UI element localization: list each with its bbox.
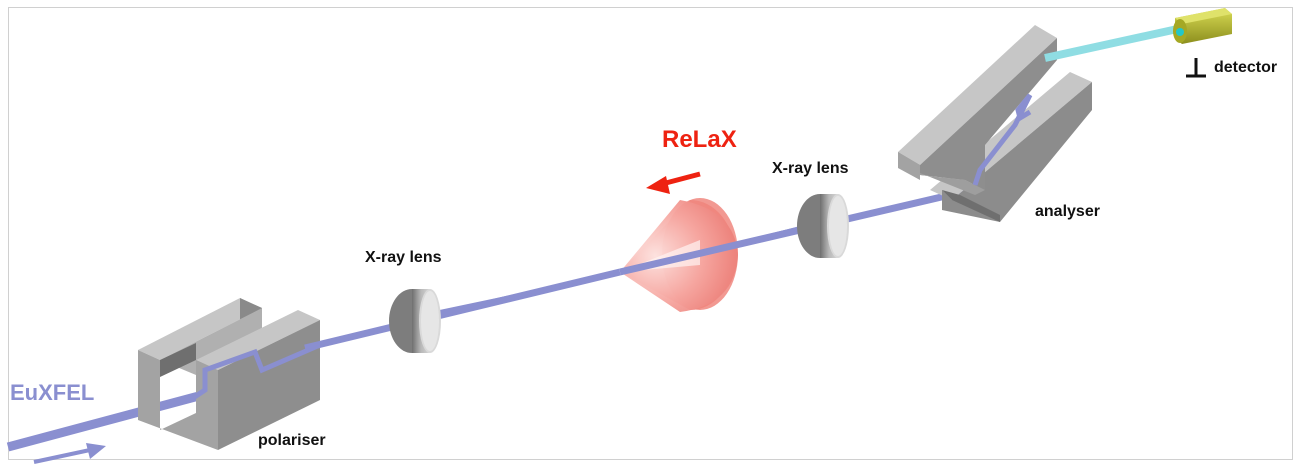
source-label: EuXFEL [10,380,95,405]
xray-lens-1 [389,289,441,353]
diagram-frame [8,7,1293,460]
arrow-right-icon [33,443,106,464]
detector-label: detector [1214,59,1278,76]
beam-taper [430,272,620,318]
xray-lens-2-label: X-ray lens [772,160,849,177]
incoming-beam [6,388,212,452]
analyser-crystal [898,25,1092,222]
polariser-crystal [138,298,320,450]
arrow-left-icon [646,171,701,194]
beam-expand [620,226,800,272]
beam-to-detector [1044,24,1183,62]
detector [1173,8,1232,44]
polariser-beam-path [188,342,321,403]
analyser-label: analyser [1035,203,1100,220]
xray-lens-1-label: X-ray lens [365,249,442,266]
polariser-label: polariser [258,432,326,449]
relax-label: ReLaX [662,126,737,153]
analyser-beam-path [972,93,1033,186]
perpendicular-icon [1186,58,1206,78]
xray-lens-2 [797,194,849,258]
